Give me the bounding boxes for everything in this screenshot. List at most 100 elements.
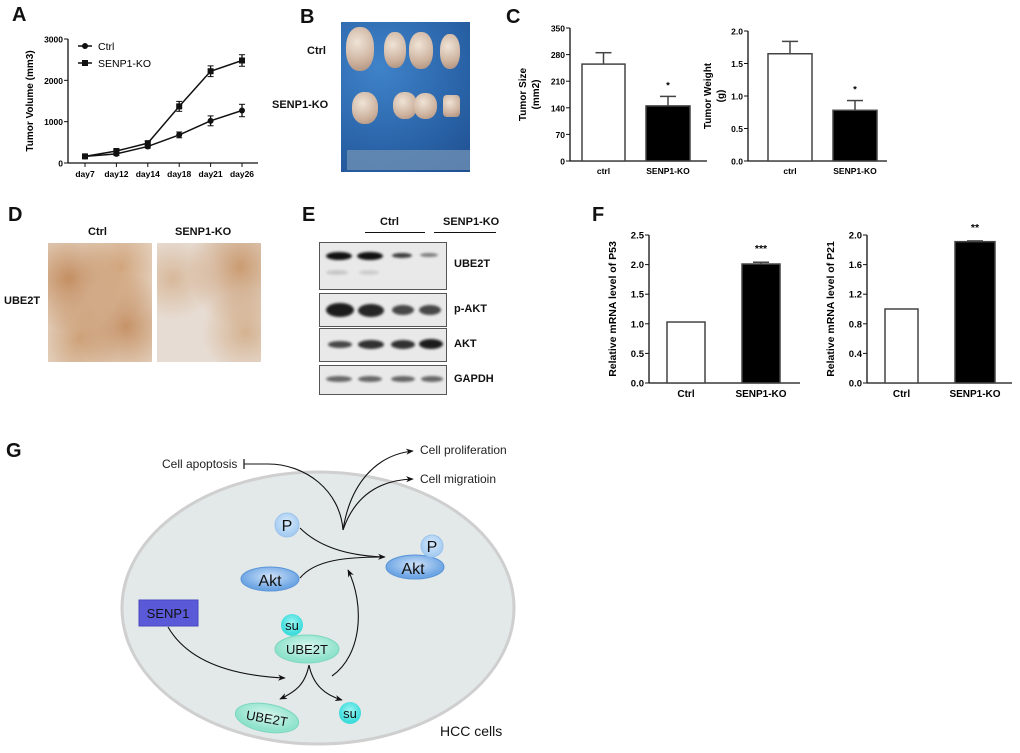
x-tick-label: ctrl <box>597 166 610 176</box>
akt-label: Akt <box>258 573 282 590</box>
y-tick-label: 350 <box>551 24 565 34</box>
ihc-row-label: UBE2T <box>4 295 41 307</box>
x-tick-label: day12 <box>104 169 128 179</box>
phosphate-icon <box>274 512 300 538</box>
y-tick-label: 0.5 <box>631 349 645 360</box>
y-tick-label: 1.0 <box>731 92 743 102</box>
y-tick-label: 210 <box>551 77 565 87</box>
x-tick-label: SENP1-KO <box>735 389 786 400</box>
data-point-SENP1-KO <box>207 68 214 75</box>
migration-label: Cell migratioin <box>420 472 496 486</box>
x-tick-label: day18 <box>167 169 191 179</box>
y-tick-label: 2000 <box>44 76 63 86</box>
y-tick-label: 0.0 <box>849 379 862 390</box>
ruler <box>347 150 470 170</box>
bar-SENP1-KO <box>954 240 996 384</box>
sumo-ube2t-label: UBE2T <box>286 642 328 657</box>
y-tick-label: 1.0 <box>631 319 644 330</box>
p-akt-phosphate-icon <box>420 534 444 558</box>
p-akt-phosphate-label: P <box>427 539 438 556</box>
y-tick-label: 280 <box>551 50 565 60</box>
free-sumo-icon <box>339 702 361 724</box>
y-tick-label: 0 <box>560 157 565 167</box>
y-tick-label: 2.0 <box>731 27 743 37</box>
x-tick-label: day7 <box>75 169 95 179</box>
y-tick-label: 3000 <box>44 35 63 45</box>
data-point-Ctrl <box>207 117 214 124</box>
photo-row-label-ctrl: Ctrl <box>307 45 326 57</box>
y-tick-label: 2.0 <box>631 260 644 271</box>
x-tick-label: SENP1-KO <box>646 166 690 176</box>
significance-marker: *** <box>755 243 768 255</box>
panel-label-f: F <box>592 204 605 226</box>
y-axis-label: Tumor Volume (mm3) <box>25 50 36 151</box>
hcc-cells-label: HCC cells <box>440 723 502 739</box>
y-axis-label: Tumor Size <box>518 67 529 121</box>
y-tick-label: 0.8 <box>849 319 862 330</box>
pathway-diagram: Cell apoptosis Cell proliferation Cell m… <box>120 443 516 746</box>
blot-group-label-ctrl: Ctrl <box>380 216 399 228</box>
ihc-col-label-ko: SENP1-KO <box>175 226 232 238</box>
p-akt-node <box>385 554 445 580</box>
data-point-SENP1-KO <box>176 103 183 110</box>
blot-p-akt <box>319 293 447 327</box>
ihc-image-ctrl <box>48 243 152 362</box>
panel-label-e: E <box>302 204 316 226</box>
ihc-image-ko <box>157 243 261 362</box>
panel-label-g: G <box>6 440 22 462</box>
free-sumo-label: su <box>343 706 357 721</box>
sumo-ube2t-node <box>274 634 340 664</box>
y-tick-label: 0.5 <box>731 124 743 134</box>
series-line-SENP1-KO <box>84 59 243 158</box>
x-tick-label: day21 <box>199 169 223 179</box>
x-tick-label: SENP1-KO <box>833 166 877 176</box>
y-tick-label: 140 <box>551 103 565 113</box>
y-tick-label: 0.0 <box>731 157 743 167</box>
data-point-SENP1-KO <box>113 148 120 155</box>
y-axis-label: (g) <box>716 90 727 103</box>
photo-row-label-ko: SENP1-KO <box>272 99 329 111</box>
panel-label-a: A <box>12 4 27 26</box>
legend-marker <box>82 60 88 66</box>
bar-SENP1-KO <box>645 105 691 162</box>
y-axis-label: Tumor Weight <box>703 62 714 129</box>
legend-label: SENP1-KO <box>98 58 151 70</box>
y-tick-label: 70 <box>556 130 566 140</box>
panel-label-b: B <box>300 6 315 28</box>
x-tick-label: SENP1-KO <box>949 389 1000 400</box>
x-tick-label: Ctrl <box>677 389 694 400</box>
data-point-SENP1-KO <box>144 140 151 147</box>
panel-label-d: D <box>8 204 23 226</box>
x-tick-label: day14 <box>136 169 160 179</box>
blot-label-p-akt: p-AKT <box>454 303 487 315</box>
sumo-icon <box>281 614 303 636</box>
panel-label-c: C <box>506 6 521 28</box>
akt-node <box>240 566 300 592</box>
series-line-Ctrl <box>84 109 243 158</box>
group-line-ctrl <box>365 232 425 233</box>
hcc-cell <box>120 470 516 746</box>
y-axis-label: (mm2) <box>531 79 542 109</box>
senp1-label: SENP1 <box>147 606 190 621</box>
x-tick-label: ctrl <box>783 166 796 176</box>
legend-label: Ctrl <box>98 41 114 53</box>
data-point-Ctrl <box>176 131 183 138</box>
bar-SENP1-KO <box>741 263 781 384</box>
ube2t-label: UBE2T <box>245 707 289 729</box>
y-tick-label: 1.2 <box>849 290 862 301</box>
data-point-SENP1-KO <box>82 153 88 160</box>
bar-ctrl <box>581 63 626 162</box>
proliferation-label: Cell proliferation <box>420 443 507 457</box>
bar-Ctrl <box>666 321 706 384</box>
apoptosis-label: Cell apoptosis <box>162 457 237 471</box>
bar-Ctrl <box>884 308 919 384</box>
sumo-label: su <box>285 618 299 633</box>
y-tick-label: 0 <box>58 159 63 169</box>
significance-marker: * <box>666 80 670 91</box>
blot-label-ube2t: UBE2T <box>454 258 491 270</box>
phosphate-label: P <box>282 518 293 535</box>
data-point-Ctrl <box>239 107 245 114</box>
bar-ctrl <box>767 53 813 162</box>
ube2t-node <box>234 702 300 734</box>
